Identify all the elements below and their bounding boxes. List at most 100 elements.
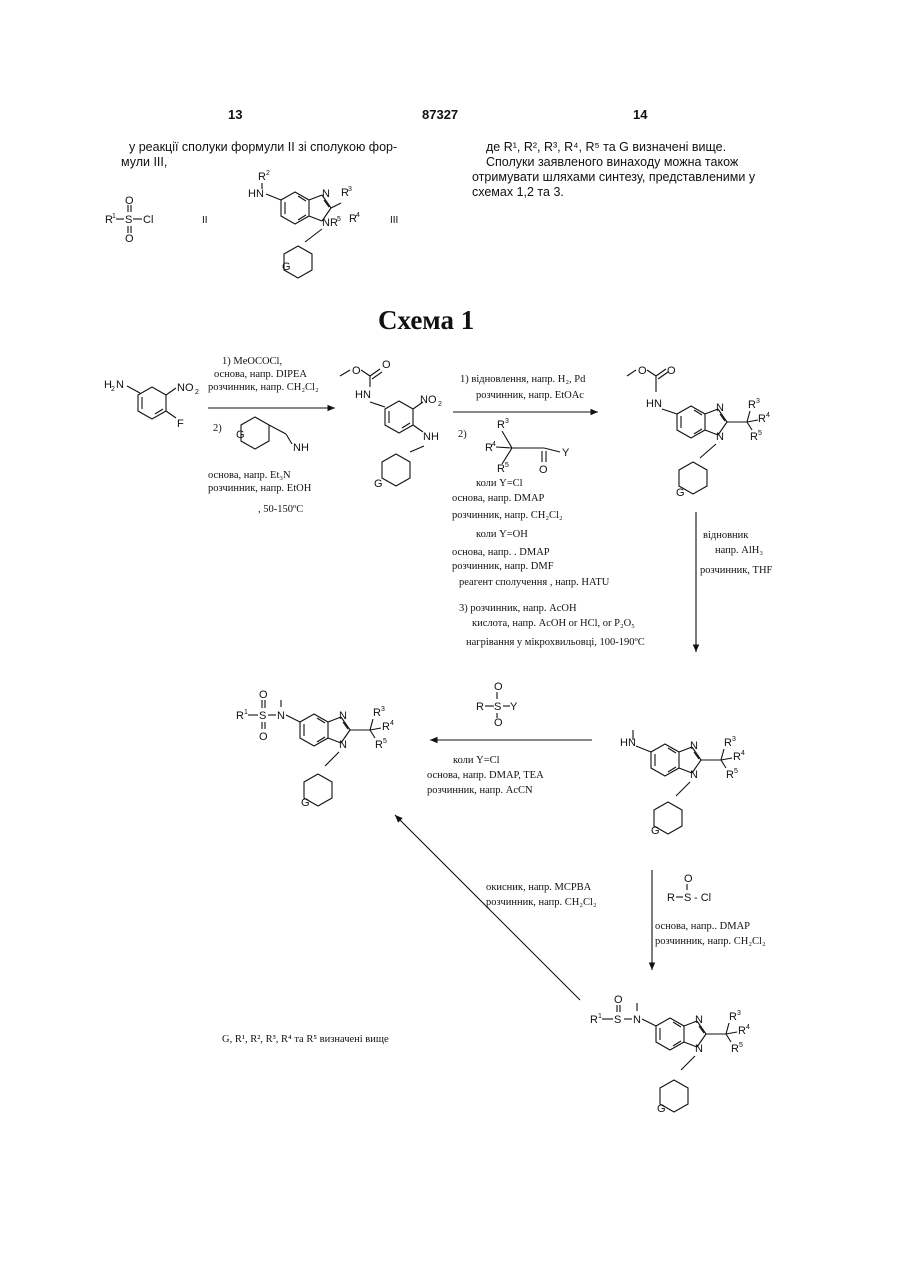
svg-text:O: O (382, 359, 391, 371)
svg-text:HN: HN (620, 737, 636, 749)
svg-text:основа, напр. . DMAP: основа, напр. . DMAP (452, 547, 550, 558)
svg-text:5: 5 (337, 216, 341, 223)
svg-text:O: O (667, 365, 676, 377)
svg-text:розчинник, напр. EtOAc: розчинник, напр. EtOAc (476, 390, 584, 401)
svg-text:R: R (733, 751, 741, 763)
svg-text:R: R (667, 892, 675, 904)
svg-text:R: R (476, 701, 484, 713)
svg-text:нагрівання у мікрохвильовці, 1: нагрівання у мікрохвильовці, 100-190ºC (466, 637, 645, 648)
svg-text:3: 3 (348, 186, 352, 193)
svg-text:3: 3 (381, 706, 385, 713)
svg-text:R: R (738, 1025, 746, 1037)
svg-text:розчинник, напр. CH₂Cl₂: розчинник, напр. CH₂Cl₂ (486, 897, 597, 908)
svg-text:1: 1 (112, 213, 116, 220)
svg-text:O: O (494, 717, 503, 729)
svg-text:R: R (590, 1014, 598, 1026)
product-sulfonamide: R1 S O O N N N R3 R4 R5 G (236, 689, 394, 809)
step-4-reagent: R S O O Y (476, 681, 518, 729)
svg-text:R: R (497, 463, 505, 475)
svg-text:R: R (373, 707, 381, 719)
svg-text:2: 2 (111, 386, 115, 393)
svg-text:Y: Y (562, 447, 570, 459)
svg-text:O: O (638, 365, 647, 377)
intermediate-1: O O HN NO2 NH G (340, 359, 442, 490)
svg-text:N: N (690, 769, 698, 781)
formula-III-label: III (390, 215, 398, 226)
svg-text:F: F (177, 418, 184, 430)
svg-text:G: G (374, 478, 383, 490)
step-5-conditions: основа, напр.. DMAP розчинник, напр. CH₂… (655, 921, 766, 947)
svg-text:4: 4 (390, 720, 394, 727)
svg-text:розчинник, напр. CH₂Cl₂: розчинник, напр. CH₂Cl₂ (655, 936, 766, 947)
svg-text:O: O (125, 233, 134, 245)
svg-text:кислота, напр. AcOH or HCl, or: кислота, напр. AcOH or HCl, or P₂O₅ (472, 618, 635, 629)
svg-text:S: S (259, 710, 266, 722)
svg-text:основа, напр. DMAP: основа, напр. DMAP (452, 493, 545, 504)
svg-text:N: N (716, 431, 724, 443)
svg-text:коли Y=Cl: коли Y=Cl (476, 478, 523, 489)
svg-text:N: N (633, 1014, 641, 1026)
svg-text:коли Y=Cl: коли Y=Cl (453, 755, 500, 766)
svg-text:O: O (684, 873, 693, 885)
intermediate-sulfinamide: R1 S O N N N R3 R4 R5 G (590, 994, 750, 1115)
step-6-conditions: окисник, напр. MCPBA розчинник, напр. CH… (486, 882, 597, 908)
svg-text:NH: NH (293, 442, 309, 454)
svg-text:N: N (716, 402, 724, 414)
svg-text:4: 4 (492, 441, 496, 448)
formula-II-label: II (202, 215, 208, 226)
svg-text:R: R (724, 737, 732, 749)
svg-text:N: N (116, 379, 124, 391)
svg-text:3: 3 (756, 398, 760, 405)
svg-text:1: 1 (244, 709, 248, 716)
svg-text:O: O (494, 681, 503, 693)
svg-text:HN: HN (646, 398, 662, 410)
svg-text:основа, напр. Et₃N: основа, напр. Et₃N (208, 470, 291, 481)
svg-text:G: G (282, 261, 291, 273)
svg-text:1) MeOCOCl,: 1) MeOCOCl, (222, 356, 282, 367)
intermediate-3: HN N N R3 R4 R5 G (620, 730, 745, 837)
svg-text:O: O (259, 689, 268, 701)
formula-II: R 1 S Cl O O (105, 195, 153, 245)
svg-text:1) відновлення, напр. H₂, Pd: 1) відновлення, напр. H₂, Pd (460, 374, 586, 385)
svg-text:R: R (731, 1043, 739, 1055)
svg-text:2: 2 (195, 389, 199, 396)
svg-text:відновник: відновник (703, 530, 749, 541)
starting-material: H2N NO2 F (104, 379, 199, 430)
svg-text:основа, напр.. DMAP: основа, напр.. DMAP (655, 921, 750, 932)
svg-text:основа, напр. DIPEA: основа, напр. DIPEA (214, 369, 307, 380)
svg-text:R: R (236, 710, 244, 722)
svg-text:N: N (695, 1043, 703, 1055)
svg-text:NH: NH (423, 431, 439, 443)
svg-text:розчинник, напр. CH₂Cl₂: розчинник, напр. CH₂Cl₂ (208, 382, 319, 393)
svg-text:S: S (494, 701, 501, 713)
svg-text:розчинник, напр. EtOH: розчинник, напр. EtOH (208, 483, 312, 494)
svg-text:R: R (726, 769, 734, 781)
svg-text:O: O (352, 365, 361, 377)
svg-text:HN: HN (248, 188, 264, 200)
svg-text:S: S (614, 1014, 621, 1026)
scheme-footnote: G, R¹, R², R³, R⁴ та R⁵ визначені вище (222, 1034, 389, 1045)
svg-text:розчинник, напр. DMF: розчинник, напр. DMF (452, 561, 554, 572)
svg-text:N: N (277, 710, 285, 722)
step-3-conditions: відновник напр. AlH₃ розчинник, THF (700, 530, 773, 576)
svg-text:HN: HN (355, 389, 371, 401)
svg-text:реагент сполучення , напр. HAT: реагент сполучення , напр. HATU (459, 577, 610, 588)
svg-text:5: 5 (739, 1042, 743, 1049)
svg-text:3) розчинник, напр. AcOH: 3) розчинник, напр. AcOH (459, 603, 577, 614)
svg-text:2): 2) (213, 423, 222, 434)
svg-text:R: R (382, 721, 390, 733)
svg-text:5: 5 (734, 768, 738, 775)
svg-text:R: R (748, 399, 756, 411)
svg-text:O: O (259, 731, 268, 743)
svg-text:5: 5 (758, 430, 762, 437)
svg-text:N: N (339, 710, 347, 722)
svg-text:R: R (729, 1011, 737, 1023)
svg-text:R: R (258, 171, 266, 183)
svg-text:Y: Y (510, 701, 518, 713)
svg-text:N: N (339, 739, 347, 751)
svg-text:2: 2 (266, 170, 270, 177)
svg-text:N: N (695, 1014, 703, 1026)
svg-text:O: O (614, 994, 623, 1006)
svg-text:O: O (125, 195, 134, 207)
